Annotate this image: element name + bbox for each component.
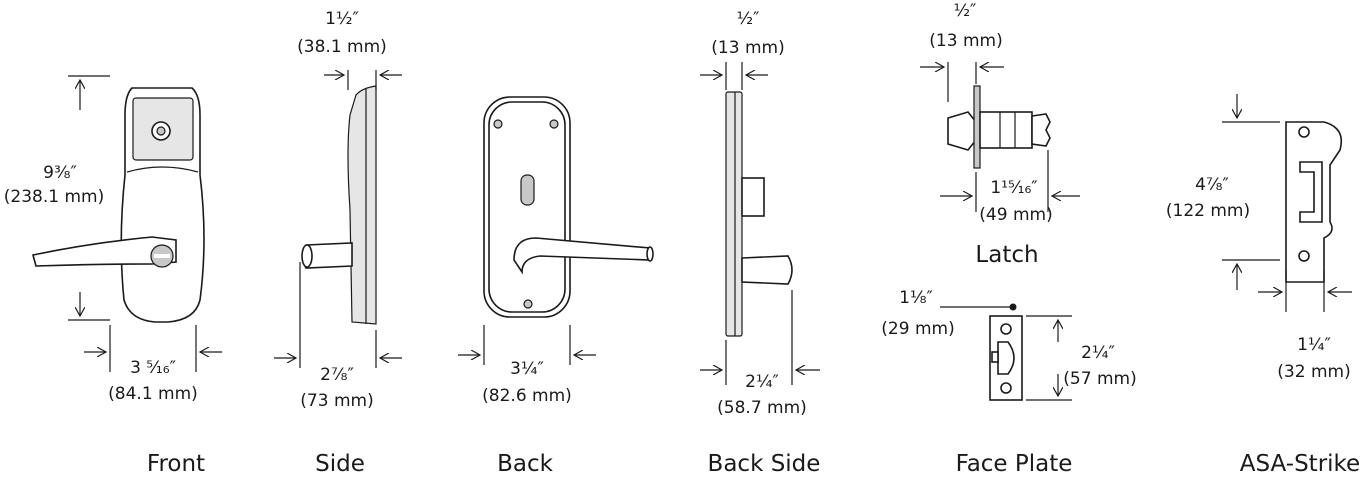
back-side-bottom-in: 2¼″	[745, 372, 779, 392]
asa-strike-view: 4⁷⁄₈″ (122 mm) 1¼″ (32 mm) ASA-Strike	[1166, 94, 1360, 477]
back-side-top-in: ½″	[737, 9, 760, 29]
latch-housing	[979, 111, 1033, 149]
back-screw-bottom	[523, 299, 533, 309]
front-width-mm: (84.1 mm)	[108, 384, 198, 404]
latch-top-in: ½″	[954, 1, 977, 21]
strike-width-in: 1¼″	[1297, 335, 1331, 355]
front-height-in: 9³⁄₈″	[43, 163, 77, 183]
front-lever-handle	[32, 236, 177, 267]
back-caption: Back	[497, 451, 554, 477]
face-plate-latch-opening	[997, 341, 1015, 375]
front-keyway	[154, 254, 170, 258]
latch-length-mm: (49 mm)	[979, 205, 1052, 225]
face-plate-hole-bottom	[1000, 382, 1012, 394]
face-plate-hole-top	[1000, 323, 1012, 335]
face-plate-tab	[991, 351, 999, 363]
back-thumbturn	[520, 174, 535, 206]
face-plate-height-mm: (57 mm)	[1063, 369, 1136, 389]
strike-caption: ASA-Strike	[1240, 451, 1360, 477]
latch-tail	[1031, 113, 1051, 147]
back-width-in: 3¼″	[510, 359, 544, 379]
strike-opening	[1299, 161, 1323, 223]
front-width-in: 3 ⁵⁄₁₆″	[130, 358, 176, 378]
side-caption: Side	[315, 451, 365, 477]
back-plate-inner	[488, 101, 566, 313]
side-bottom-in: 2⁷⁄₈″	[320, 365, 354, 385]
back-side-caption: Back Side	[708, 451, 821, 477]
latch-bolt	[947, 111, 977, 151]
latch-view: ½″ (13 mm) 1¹⁵⁄₁₆″ (49 mm) Latch	[920, 1, 1080, 268]
side-view: 2⁷⁄₈″ (73 mm) 1½″ (38.1 mm) Side	[274, 9, 402, 477]
back-lever-end	[646, 246, 654, 262]
back-side-thumbturn	[741, 177, 765, 217]
strike-width-mm: (32 mm)	[1277, 362, 1350, 382]
latch-faceplate	[973, 85, 981, 169]
back-width-mm: (82.6 mm)	[482, 386, 572, 406]
side-top-in: 1½″	[325, 9, 359, 29]
side-bottom-mm: (73 mm)	[300, 391, 373, 411]
back-side-bottom-mm: (58.7 mm)	[717, 398, 807, 418]
face-plate-view: 1⅛″ (29 mm) 2¼″ (57 mm) Face Plate	[881, 288, 1136, 477]
front-reader-center	[156, 126, 166, 136]
face-plate-height-in: 2¼″	[1081, 343, 1115, 363]
face-plate-width-mm: (29 mm)	[881, 319, 954, 339]
back-side-view: ½″ (13 mm) 2¼″ (58.7 mm) Back Side	[700, 9, 820, 477]
strike-hole-top	[1298, 126, 1310, 138]
strike-hole-bottom	[1298, 250, 1310, 262]
front-caption: Front	[147, 451, 205, 477]
strike-height-mm: (122 mm)	[1166, 201, 1250, 221]
front-height-mm: (238.1 mm)	[4, 187, 104, 207]
back-side-lever-stub	[741, 255, 793, 285]
side-housing	[347, 85, 377, 325]
front-view: 9³⁄₈″ (238.1 mm) 3 ⁵⁄₁₆″ (84.1 mm) Front	[4, 75, 222, 477]
latch-top-mm: (13 mm)	[929, 31, 1002, 51]
front-housing-seam	[126, 166, 199, 173]
back-side-top-mm: (13 mm)	[711, 38, 784, 58]
side-top-mm: (38.1 mm)	[297, 37, 387, 57]
back-side-plate	[725, 91, 743, 337]
strike-height-in: 4⁷⁄₈″	[1195, 175, 1229, 195]
face-plate-leader-dot	[1009, 303, 1017, 311]
back-screw-top-right	[549, 119, 559, 129]
face-plate-caption: Face Plate	[956, 451, 1073, 477]
side-lever-end	[301, 244, 313, 268]
back-view: 3¼″ (82.6 mm) Back	[458, 96, 654, 477]
latch-caption: Latch	[975, 242, 1038, 268]
back-screw-top-left	[493, 119, 503, 129]
face-plate-width-in: 1⅛″	[899, 288, 933, 308]
latch-length-in: 1¹⁵⁄₁₆″	[990, 178, 1037, 198]
